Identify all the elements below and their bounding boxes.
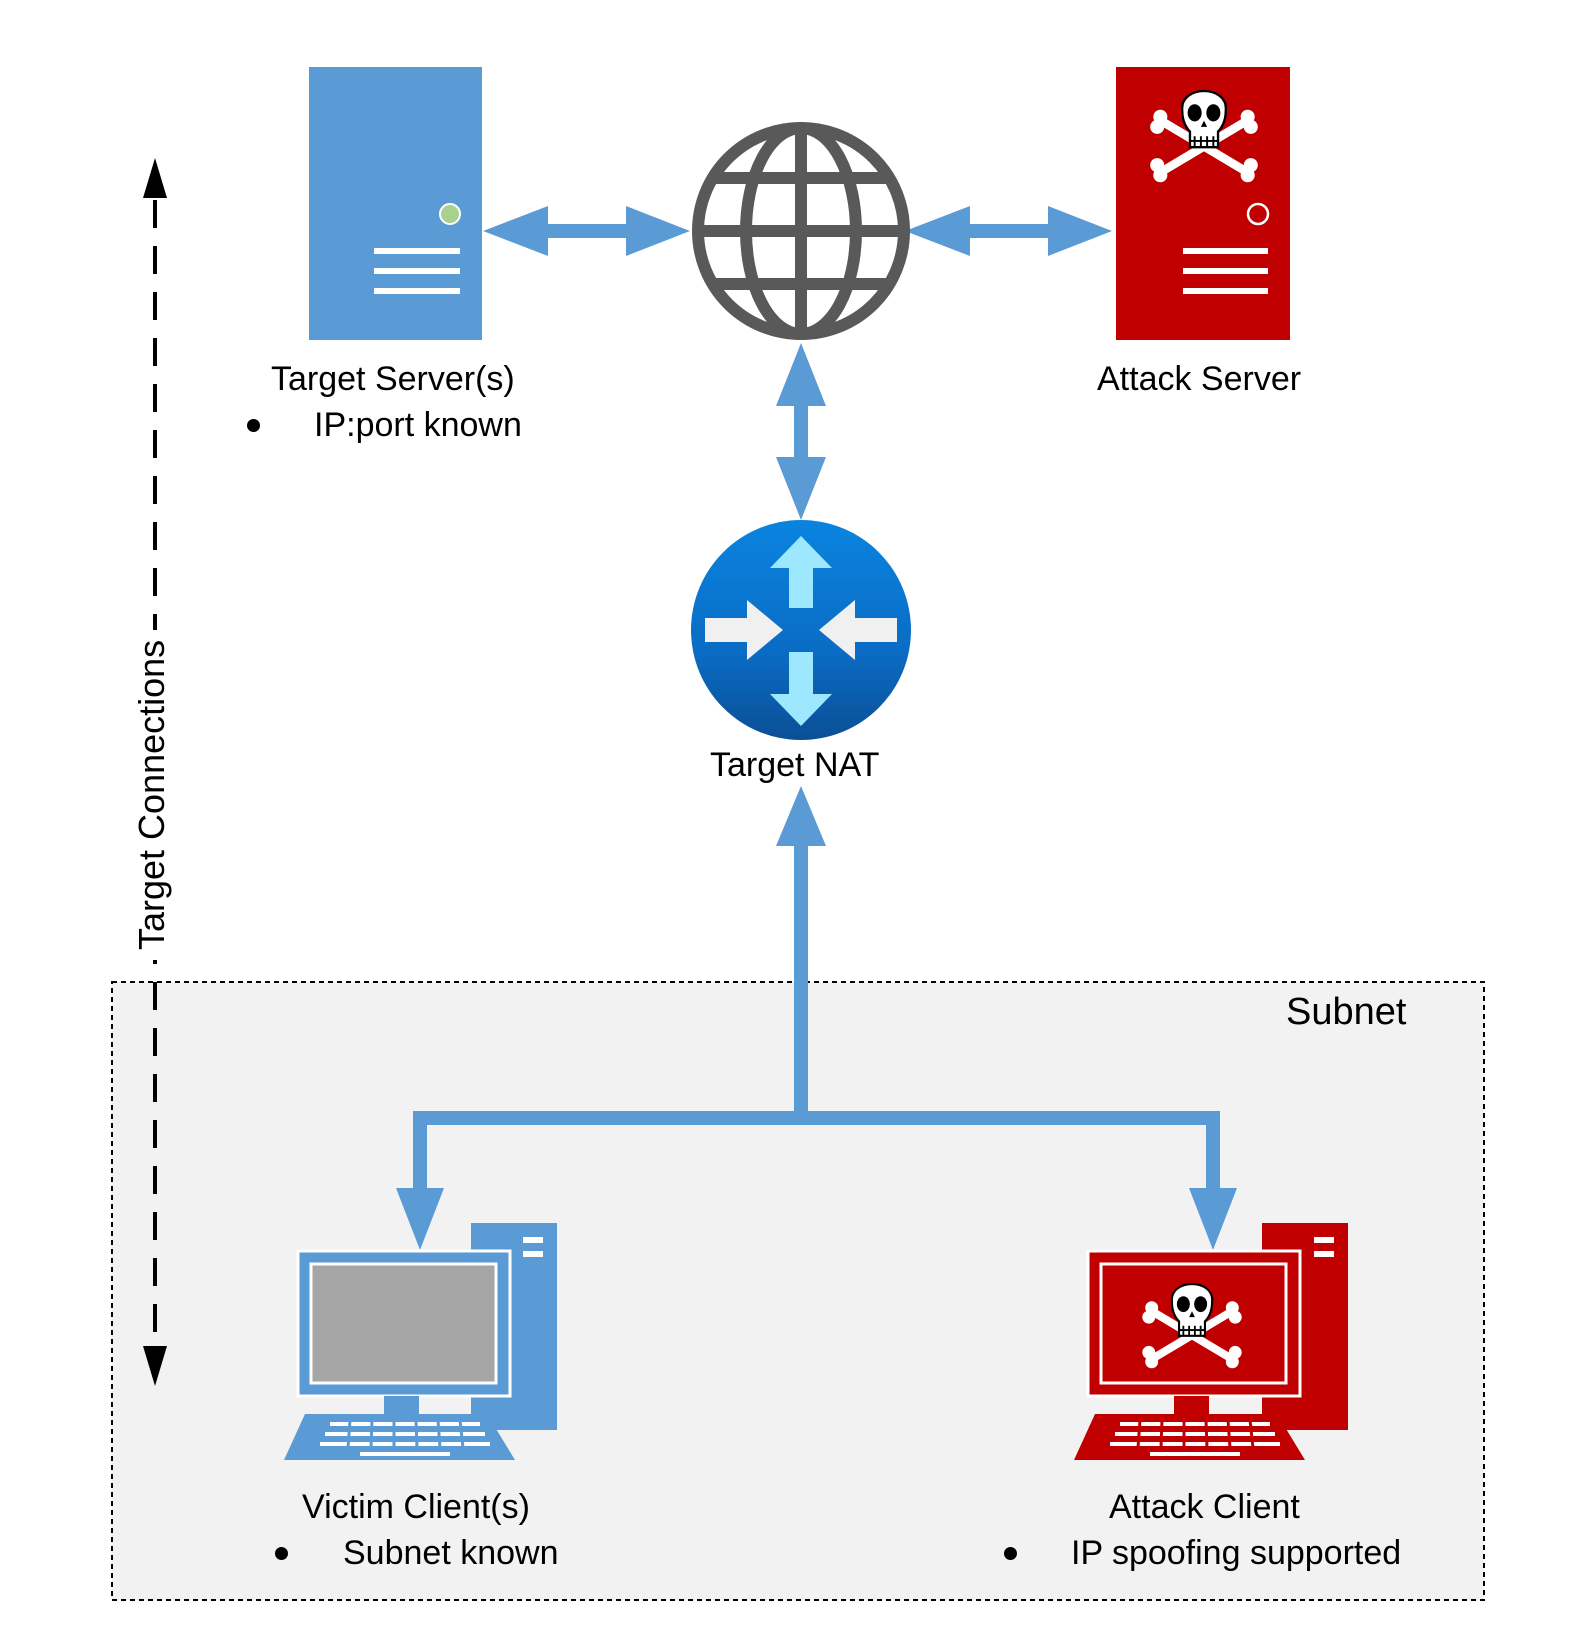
attack-client-icon (1074, 1223, 1348, 1460)
victim-client-bullet-text: Subnet known (343, 1534, 559, 1572)
target-connections-label: Target Connections (131, 629, 172, 960)
target-nat-label: Target NAT (710, 746, 880, 784)
target-server-bullet-text: IP:port known (314, 406, 522, 444)
victim-client-label: Victim Client(s) (302, 1488, 530, 1526)
victim-client-icon (284, 1223, 557, 1460)
connectors (396, 206, 1237, 1250)
bullet-icon (275, 1547, 288, 1560)
bullet-icon (247, 419, 260, 432)
axis-arrow-up (143, 158, 167, 198)
target-nat-router-icon (691, 520, 911, 740)
axis-arrow-down (143, 1346, 167, 1386)
target-server-label: Target Server(s) (271, 360, 515, 398)
subnet-label: Subnet (1286, 991, 1407, 1033)
attack-client-label: Attack Client (1109, 1488, 1300, 1526)
attack-client-bullet-text: IP spoofing supported (1071, 1534, 1402, 1572)
target-server-icon (309, 67, 482, 340)
bullet-icon (1004, 1547, 1017, 1560)
internet-globe-icon (692, 122, 910, 340)
attack-server-label: Attack Server (1097, 360, 1302, 398)
attack-server-icon (1116, 67, 1290, 340)
